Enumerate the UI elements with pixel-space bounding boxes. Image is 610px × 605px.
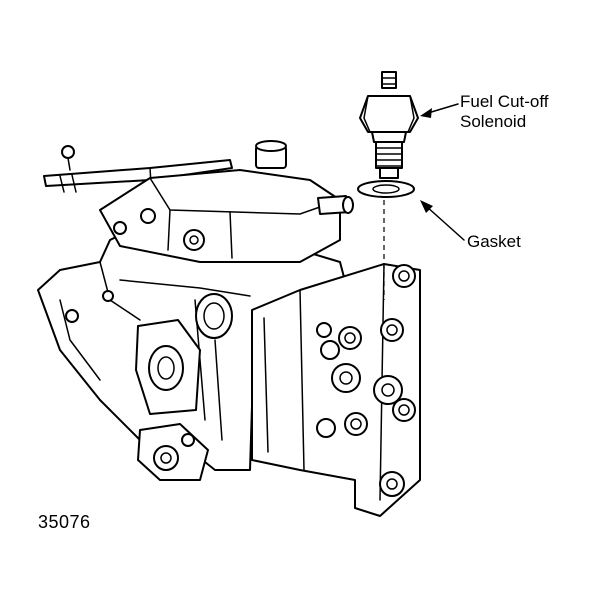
inlet-flange: [65, 290, 233, 415]
solenoid-gasket: [357, 180, 415, 198]
gasket-leader-arrow: [420, 200, 465, 241]
solenoid-label-line2: Solenoid: [460, 112, 527, 131]
governor-housing: [99, 140, 354, 263]
return-fitting: [137, 423, 209, 481]
fuel-cutoff-solenoid: [359, 71, 419, 179]
fuel-cutoff-solenoid-label: Fuel Cut-off Solenoid: [460, 92, 549, 132]
delivery-valve-holders: [316, 318, 416, 438]
figure-number: 35076: [38, 512, 91, 532]
solenoid-label-line1: Fuel Cut-off: [460, 92, 549, 111]
solenoid-leader-arrow: [420, 103, 459, 118]
gasket-label: Gasket: [467, 232, 521, 251]
